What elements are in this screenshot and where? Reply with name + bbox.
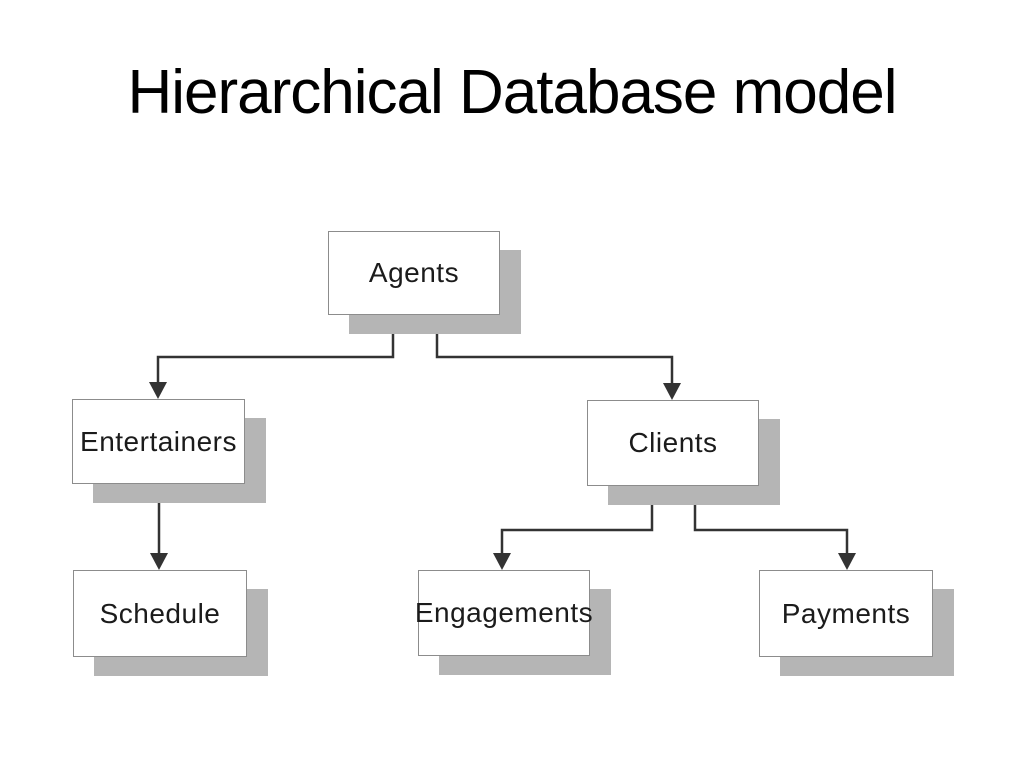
node-engagements-label: Engagements [414,597,594,628]
connector-agents-clients [435,315,681,400]
arrowhead-icon [493,553,511,570]
arrowhead-icon [838,553,856,570]
node-schedule: Schedule [73,570,247,657]
node-clients-label: Clients [628,427,718,458]
node-payments: Payments [759,570,933,657]
arrowhead-icon [663,383,681,400]
node-entertainers-label: Entertainers [80,425,237,457]
node-agents: Agents [328,231,500,315]
connector-agents-entertainers [149,315,395,399]
node-entertainers: Entertainers [72,399,245,484]
node-payments-label: Payments [781,597,911,629]
connector-clients-engagements [493,486,654,570]
arrowhead-icon [149,382,167,399]
arrowhead-icon [150,553,168,570]
node-agents-label: Agents [368,257,460,288]
connector-entertainers-schedule [150,484,168,570]
slide-title: Hierarchical Database model [127,58,897,127]
node-engagements: Engagements [414,570,594,656]
node-schedule-label: Schedule [99,597,221,629]
node-clients: Clients [587,400,759,486]
connector-clients-payments [693,486,856,570]
